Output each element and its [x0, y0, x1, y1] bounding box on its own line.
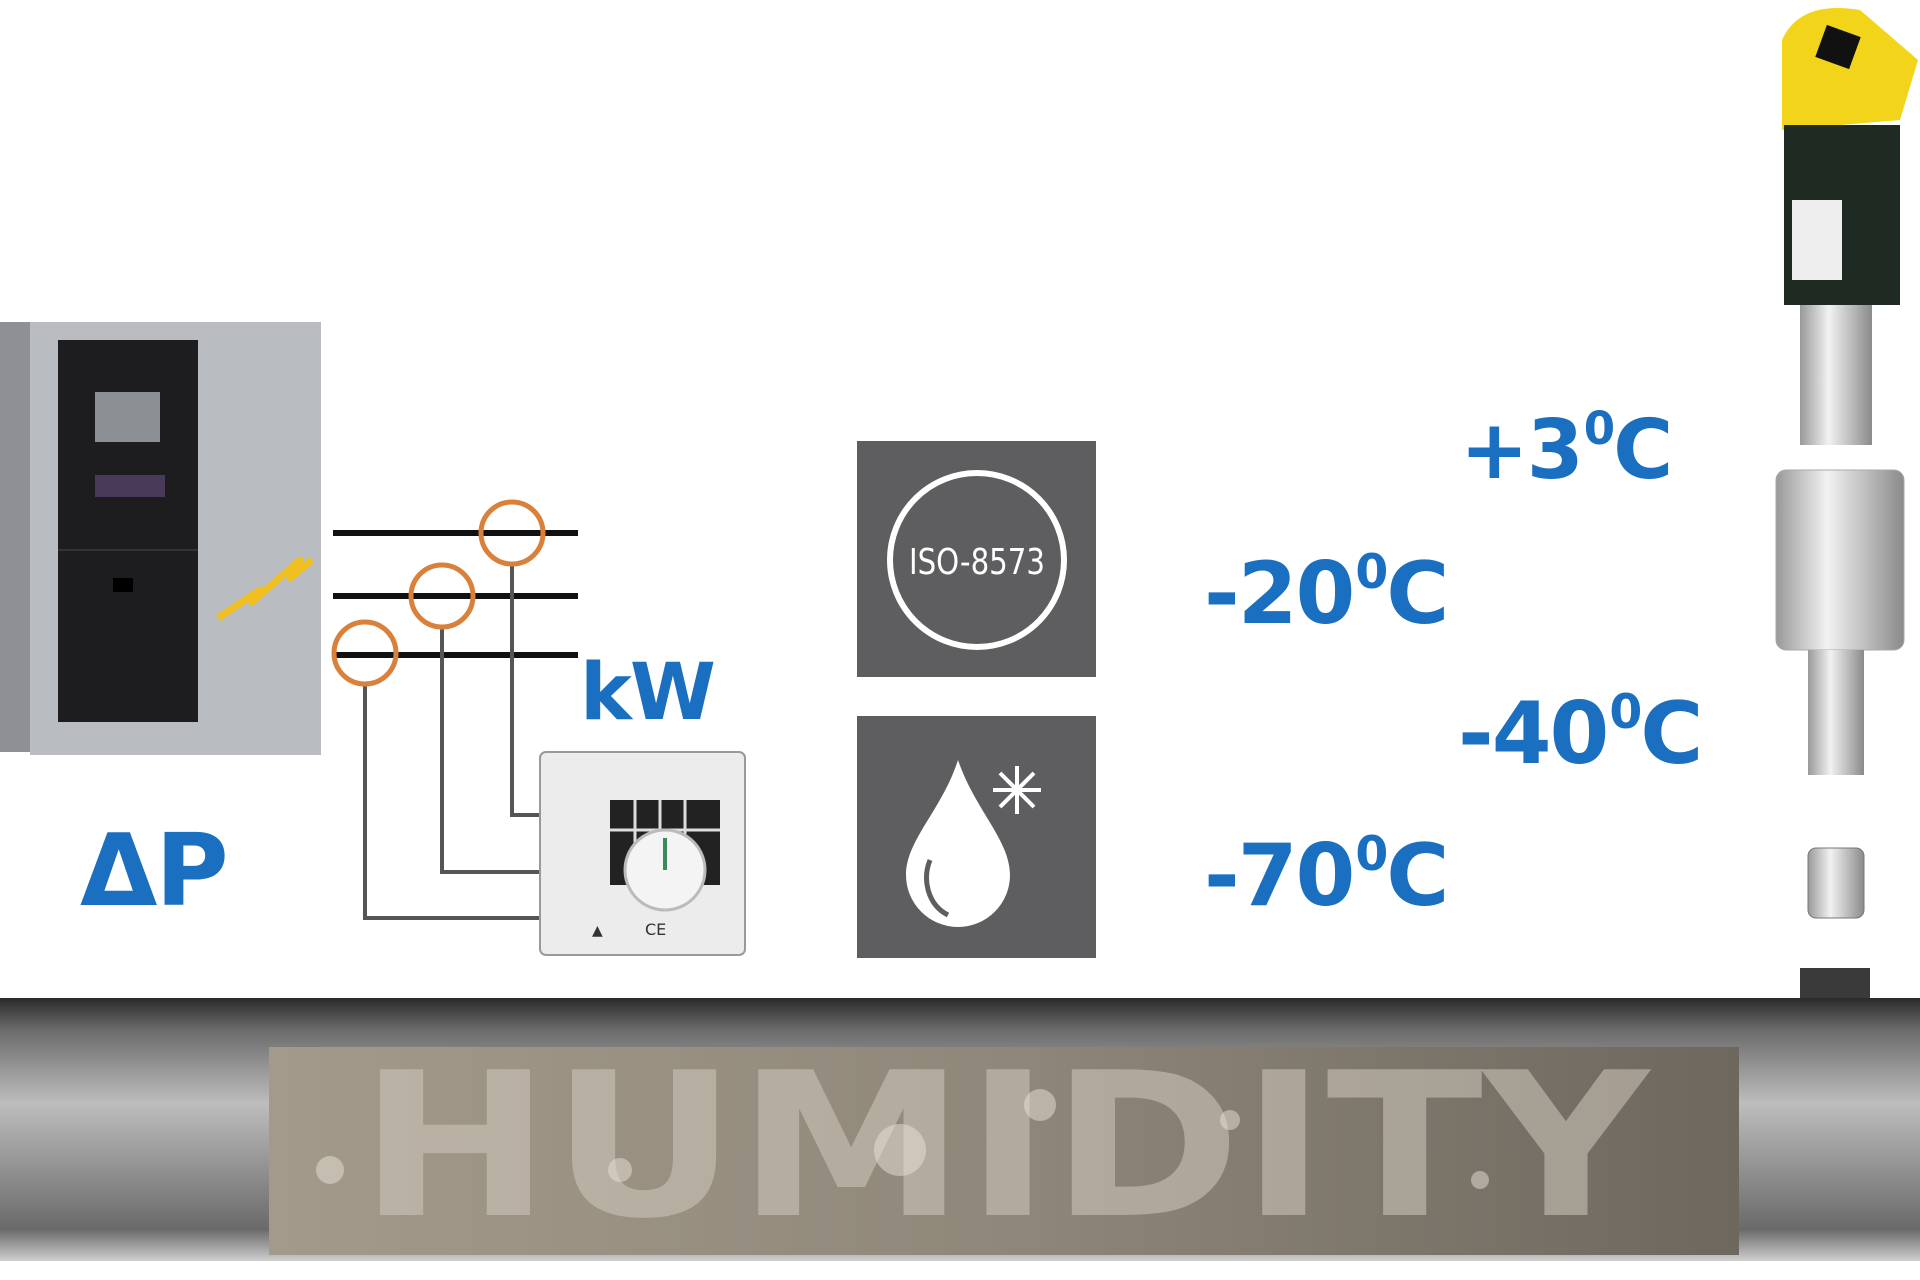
temp-unit: C: [1640, 684, 1703, 784]
power-label: kW: [580, 648, 716, 738]
humid-pipe: HUMIDITY: [0, 998, 1920, 1263]
temp-value: -40: [1458, 684, 1609, 784]
temp-label-minus20: -200C: [1204, 544, 1449, 644]
temp-unit: C: [1613, 402, 1673, 498]
power-meter: ▲ CE: [539, 751, 746, 956]
temp-value: -70: [1204, 826, 1355, 926]
temp-value: +3: [1460, 402, 1584, 498]
degree-mark: 0: [1583, 402, 1615, 455]
temp-unit: C: [1386, 544, 1449, 644]
svg-text:CE: CE: [645, 920, 666, 939]
temp-label-plus3: +30C: [1460, 402, 1673, 498]
dew-point-sensor: [1775, 8, 1918, 1000]
svg-text:▲: ▲: [592, 923, 603, 939]
temp-unit: C: [1386, 826, 1449, 926]
degree-mark: 0: [1609, 684, 1642, 740]
power-lines: [333, 530, 578, 658]
pressure-label: ΔP: [80, 812, 229, 929]
water-drop-snowflake-icon: [857, 716, 1096, 958]
temp-label-minus40: -400C: [1458, 684, 1703, 784]
current-clamp-ring: [331, 499, 546, 687]
degree-mark: 0: [1355, 826, 1388, 882]
pipe-lettering: HUMIDITY: [359, 1030, 1651, 1263]
temp-value: -20: [1204, 544, 1355, 644]
iso-badge-text: ISO-8573: [909, 542, 1045, 583]
degree-mark: 0: [1355, 544, 1388, 600]
iso-badge: ISO-8573: [857, 441, 1096, 677]
temp-label-minus70: -700C: [1204, 826, 1449, 926]
air-dryer-unit: [0, 322, 321, 755]
clamp-wires: [363, 564, 540, 920]
